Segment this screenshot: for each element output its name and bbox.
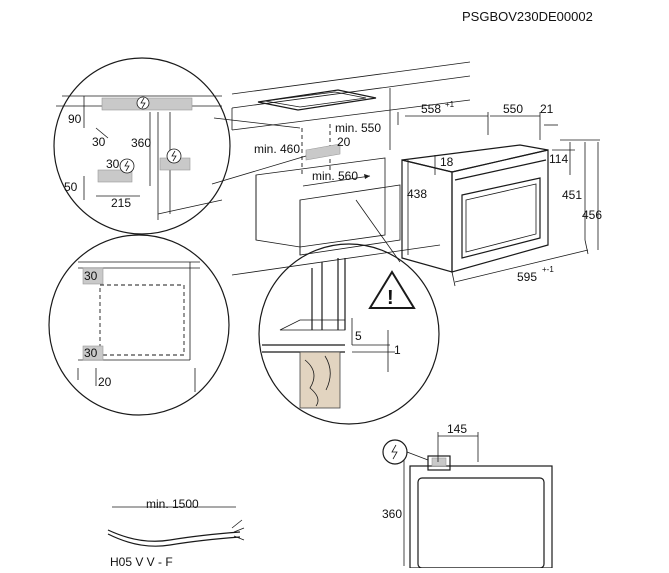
warning-exclamation: ! bbox=[387, 287, 394, 309]
min-width-label: min. 460 bbox=[254, 142, 300, 156]
detail-circle-warning: ! 5 1 bbox=[258, 199, 440, 425]
dim-360-label: 360 bbox=[131, 136, 151, 150]
dim-30a-label: 30 bbox=[92, 135, 106, 149]
cabinet-main-view: min. 550 min. 460 20 min. 560 bbox=[231, 61, 471, 276]
cut-451-label: 451 bbox=[562, 188, 582, 202]
back-145-label: 145 bbox=[447, 422, 467, 436]
side-top-30-label: 30 bbox=[84, 269, 98, 283]
width-595-tolerance: +-1 bbox=[542, 265, 554, 274]
document-code: PSGBOV230DE00002 bbox=[462, 9, 593, 24]
oven-unit: 558 +1 550 21 114 451 456 18 438 595 +-1 bbox=[397, 100, 602, 287]
cut-114-label: 114 bbox=[549, 152, 568, 166]
cable-length-label: min. 1500 bbox=[146, 497, 199, 511]
depth-550-label: 550 bbox=[503, 102, 523, 116]
width-595-label: 595 bbox=[517, 270, 537, 284]
min-20-label: 20 bbox=[337, 135, 351, 149]
side-20-label: 20 bbox=[98, 375, 112, 389]
dim-30b-label: 30 bbox=[106, 157, 120, 171]
side-bottom-30-label: 30 bbox=[84, 346, 98, 360]
back-view: 145 360 bbox=[382, 422, 553, 569]
detail-circle-socket: 90 360 30 30 50 215 bbox=[53, 57, 307, 235]
warning-triangle-icon bbox=[368, 270, 416, 309]
total-height-456-label: 456 bbox=[582, 208, 602, 222]
top-gap-18-label: 18 bbox=[440, 155, 454, 169]
lip-21-label: 21 bbox=[540, 102, 554, 116]
warning-5-label: 5 bbox=[355, 329, 362, 343]
back-360-label: 360 bbox=[382, 507, 402, 521]
dim-90-label: 90 bbox=[68, 112, 82, 126]
depth-558-label: 558 bbox=[421, 102, 441, 116]
detail-circle-side: 30 30 20 bbox=[48, 234, 230, 416]
cable-spec: min. 1500 H05 V V - F bbox=[107, 497, 245, 569]
front-height-438-label: 438 bbox=[407, 187, 427, 201]
dim-50-label: 50 bbox=[64, 180, 78, 194]
warning-1-label: 1 bbox=[394, 343, 401, 357]
min-depth-label: min. 550 bbox=[335, 121, 381, 135]
depth-558-tolerance: +1 bbox=[445, 100, 455, 109]
cable-type-label: H05 V V - F bbox=[110, 555, 173, 568]
dim-215-label: 215 bbox=[111, 196, 131, 210]
